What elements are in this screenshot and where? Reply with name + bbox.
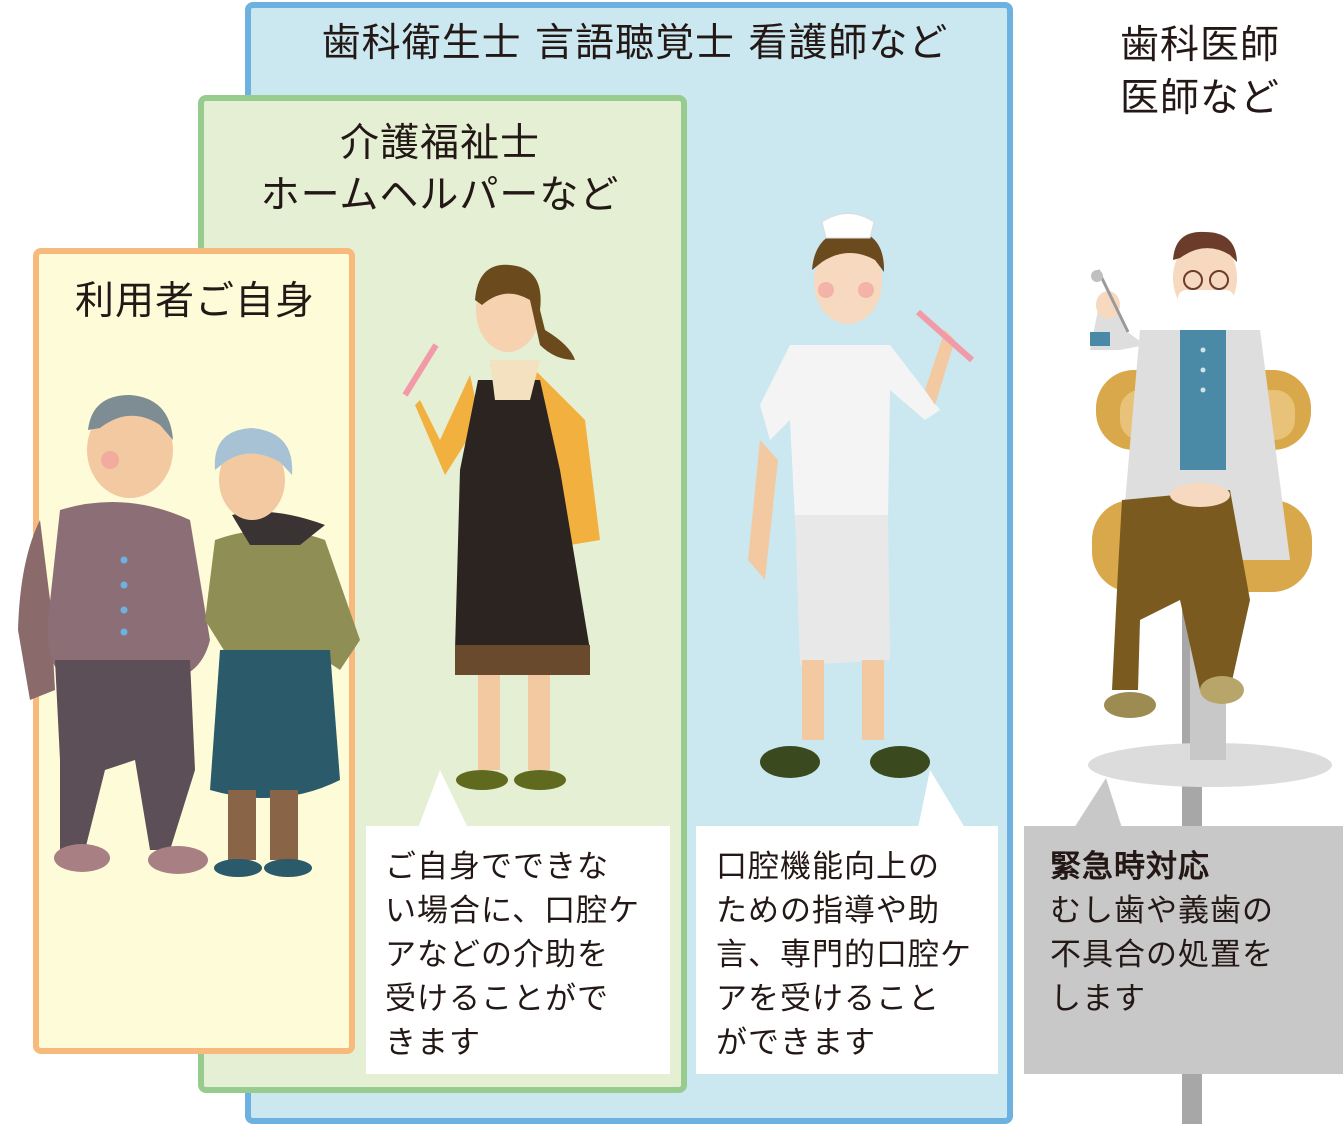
- dentist-title-line1: 歯科医師: [1119, 23, 1280, 68]
- helper-note-line: きます: [385, 1025, 481, 1061]
- elderly-man-illustration: [18, 395, 210, 874]
- caregiver-illustration: [402, 264, 600, 790]
- nurse-note-box: [696, 770, 998, 1074]
- elderly-woman-illustration: [205, 428, 360, 877]
- nurse-illustration: [748, 213, 974, 778]
- dentist-note-line: むし歯や義歯の: [1050, 893, 1274, 929]
- helper-note-line: アなどの介助を: [385, 937, 609, 973]
- dentist-note-line: します: [1050, 981, 1146, 1017]
- care-staff-title-line2: ホームヘルパーなど: [260, 173, 620, 218]
- helper-note-line: ご自身でできな: [385, 849, 609, 885]
- nurse-note-line: ための指導や助: [716, 893, 940, 929]
- care-staff-title-line1: 介護福祉士: [339, 121, 540, 166]
- helper-note: ご自身でできな い場合に、口腔ケ アなどの介助を 受けることがで きます: [385, 845, 640, 1065]
- dentist-note-heading: 緊急時対応: [1050, 849, 1210, 885]
- user-title: 利用者ご自身: [74, 279, 315, 324]
- helper-note-line: い場合に、口腔ケ: [385, 893, 641, 929]
- dentist-note-box: [1024, 778, 1343, 1074]
- helper-note-line: 受けることがで: [385, 981, 609, 1017]
- dental-staff-title: 歯科衛生士 言語聴覚士 看護師など: [321, 21, 949, 66]
- nurse-note-line: 言、専門的口腔ケ: [716, 937, 972, 973]
- nurse-note-line: アを受けること: [716, 981, 940, 1017]
- nurse-note-line: ができます: [716, 1025, 876, 1061]
- helper-note-box: [366, 770, 670, 1074]
- dentist-note-line: 不具合の処置を: [1050, 937, 1274, 973]
- dentist-note: 緊急時対応 むし歯や義歯の 不具合の処置を します: [1050, 845, 1274, 1021]
- nurse-note: 口腔機能向上の ための指導や助 言、専門的口腔ケ アを受けること ができます: [716, 845, 972, 1065]
- dentist-illustration: [1090, 231, 1290, 718]
- nurse-note-line: 口腔機能向上の: [716, 849, 940, 885]
- dentist-title-line2: 医師など: [1119, 76, 1280, 121]
